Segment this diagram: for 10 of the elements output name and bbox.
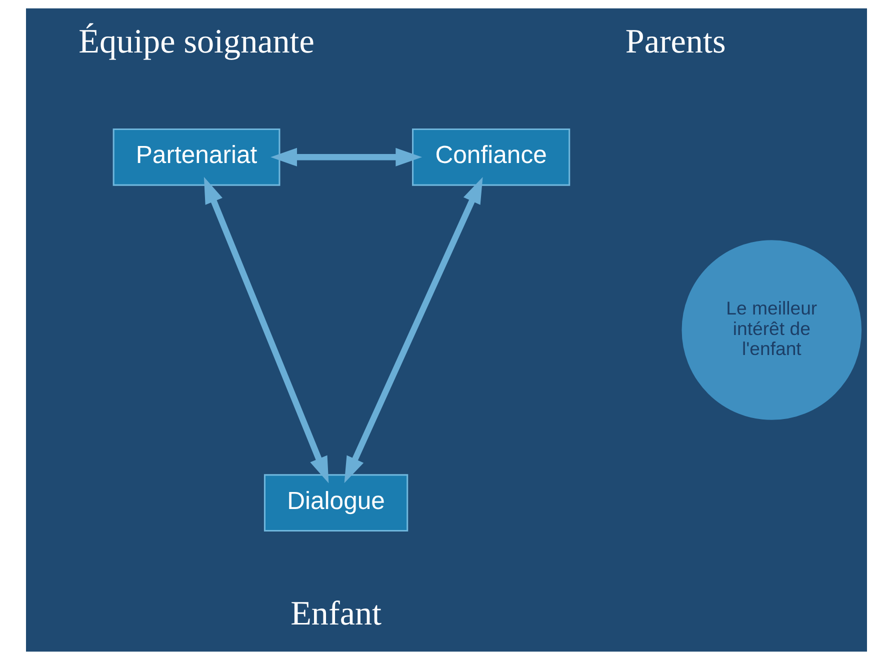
arrow bbox=[203, 176, 328, 484]
node-box: Dialogue bbox=[263, 474, 408, 532]
node-box: Confiance bbox=[412, 128, 570, 186]
label: Parents bbox=[624, 24, 726, 61]
node-circle: Le meilleur intérêt de l'enfant bbox=[681, 240, 862, 420]
label: Équipe soignante bbox=[78, 24, 314, 61]
node-box: Partenariat bbox=[112, 128, 280, 186]
arrow bbox=[270, 148, 422, 166]
label: Enfant bbox=[290, 596, 381, 633]
arrow bbox=[344, 177, 482, 484]
